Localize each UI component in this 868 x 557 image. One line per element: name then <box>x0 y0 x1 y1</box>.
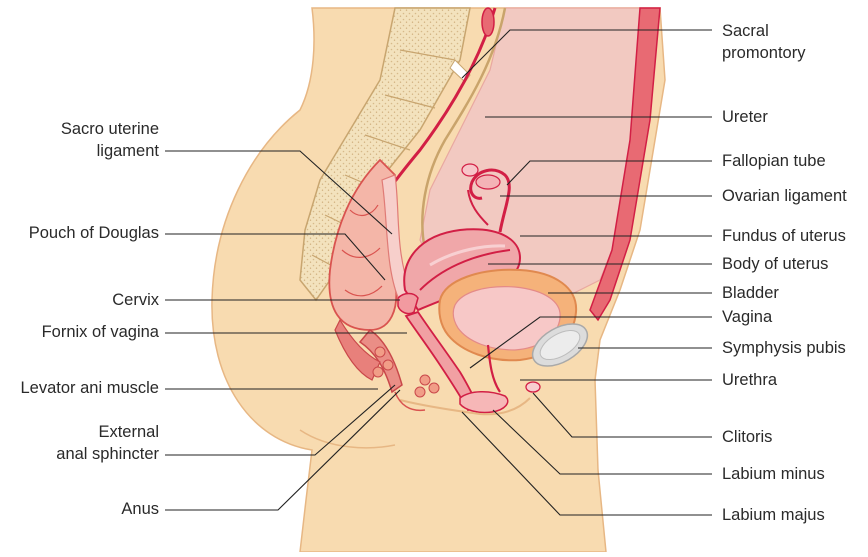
label-line: Labium minus <box>722 465 825 483</box>
label-line: ligament <box>96 142 159 160</box>
anal-canal <box>358 329 403 394</box>
label-vagina: Vagina <box>722 306 772 328</box>
gluteal-fold <box>299 429 396 449</box>
label-bladder: Bladder <box>722 282 779 304</box>
leader-pouch-of-douglas <box>165 233 386 281</box>
label-sacro-uterine-ligament: Sacro uterine ligament <box>61 118 159 162</box>
label-line: Levator ani muscle <box>20 379 160 397</box>
label-line: Ovarian ligament <box>722 187 847 205</box>
ovary <box>461 163 479 177</box>
label-line: Body of uterus <box>722 255 829 273</box>
label-line: Urethra <box>722 371 778 389</box>
label-labium-majus: Labium majus <box>722 504 825 526</box>
label-ovarian-ligament: Ovarian ligament <box>722 185 847 207</box>
label-body-of-uterus: Body of uterus <box>722 253 828 275</box>
leader-sacral-promontory <box>461 29 712 79</box>
label-line: Fornix of vagina <box>41 323 159 341</box>
label-line: Clitoris <box>722 428 773 446</box>
urethra <box>486 344 501 393</box>
fallopian-tube <box>469 168 511 233</box>
label-line: Pouch of Douglas <box>28 224 159 242</box>
levator-ani <box>334 318 381 381</box>
label-symphysis-pubis: Symphysis pubis <box>722 337 846 359</box>
label-urethra: Urethra <box>722 369 777 391</box>
leader-sacro-uterine <box>165 150 393 235</box>
label-cervix: Cervix <box>112 289 159 311</box>
leader-clitoris <box>532 392 712 438</box>
perineal-skin <box>394 391 426 412</box>
label-labium-minus: Labium minus <box>722 463 825 485</box>
label-line: promontory <box>722 44 806 62</box>
ureter-line <box>421 7 507 251</box>
cervix <box>397 292 419 315</box>
leader-vagina <box>469 316 712 369</box>
external-sphincter-bundles <box>372 346 440 398</box>
label-anus: Anus <box>121 498 159 520</box>
label-line: Cervix <box>112 291 159 309</box>
leader-fallopian-tube <box>506 160 712 186</box>
label-clitoris: Clitoris <box>722 426 772 448</box>
label-line: Vagina <box>722 308 773 326</box>
label-line: Fundus of uterus <box>722 227 846 245</box>
label-line: Symphysis pubis <box>722 339 846 357</box>
leader-labium-majus <box>461 411 712 516</box>
label-line: Sacral <box>722 22 769 40</box>
label-sacral-promontory: Sacral promontory <box>722 20 805 64</box>
label-fornix-of-vagina: Fornix of vagina <box>42 321 159 343</box>
labium-majus <box>399 397 531 416</box>
label-levator-ani-muscle: Levator ani muscle <box>21 377 160 399</box>
leader-labium-minus <box>492 409 712 475</box>
uterine-cavity <box>419 249 511 291</box>
label-line: Sacro uterine <box>60 120 159 138</box>
common-iliac-vessel-section <box>481 7 495 37</box>
label-line: Anus <box>121 500 159 518</box>
label-ureter: Ureter <box>722 106 768 128</box>
label-external-anal-sphincter: External anal sphincter <box>56 421 159 465</box>
label-fundus-of-uterus: Fundus of uterus <box>722 225 846 247</box>
label-line: Labium majus <box>722 506 825 524</box>
label-line: Bladder <box>722 284 779 302</box>
label-line: anal sphincter <box>56 445 159 463</box>
label-pouch-of-douglas: Pouch of Douglas <box>29 222 159 244</box>
label-line: External <box>98 423 159 441</box>
leader-anus <box>165 389 401 511</box>
label-line: Fallopian tube <box>722 152 826 170</box>
ovarian-ligament <box>467 189 489 226</box>
clitoris <box>525 381 541 393</box>
leader-external-sphincter <box>165 384 396 456</box>
fimbriae <box>475 174 501 190</box>
rectal-folds <box>341 204 383 297</box>
symphysis-pubis-inner <box>539 329 581 361</box>
label-fallopian-tube: Fallopian tube <box>722 150 826 172</box>
uterine-fold <box>429 244 506 267</box>
abdominal-wall <box>589 7 661 322</box>
label-line: Ureter <box>722 108 768 126</box>
labium-minus <box>459 391 509 414</box>
